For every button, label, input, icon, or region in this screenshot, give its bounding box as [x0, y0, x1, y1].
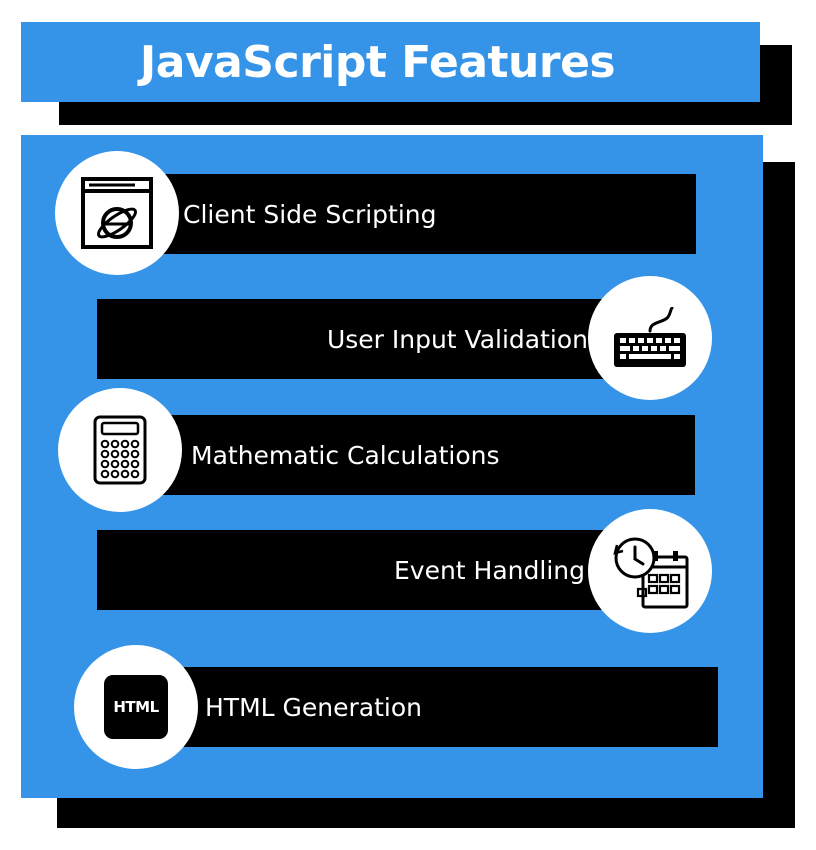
feature-icon-circle — [588, 276, 712, 400]
feature-bar-user-input-validation: User Input Validation — [97, 299, 620, 379]
feature-icon-circle — [588, 509, 712, 633]
feature-bar-html-generation: HTML Generation — [165, 667, 718, 747]
feature-icon-circle: HTML — [74, 645, 198, 769]
feature-icon-circle — [58, 388, 182, 512]
html-icon: HTML — [104, 675, 168, 739]
browser-globe-icon — [79, 175, 155, 251]
page-title: JavaScript Features — [139, 36, 616, 88]
feature-bar-event-handling: Event Handling — [97, 530, 620, 610]
feature-bar-client-side-scripting: Client Side Scripting — [153, 174, 696, 254]
feature-label: User Input Validation — [326, 324, 588, 354]
feature-bar-mathematic-calculations: Mathematic Calculations — [150, 415, 695, 495]
feature-icon-circle — [55, 151, 179, 275]
feature-label: Event Handling — [393, 555, 585, 585]
feature-label: HTML Generation — [205, 692, 422, 722]
calendar-clock-icon — [609, 531, 691, 611]
feature-label: Mathematic Calculations — [191, 440, 500, 470]
calculator-icon — [92, 414, 148, 486]
keyboard-icon — [612, 307, 688, 369]
title-banner: JavaScript Features — [21, 22, 760, 102]
feature-label: Client Side Scripting — [183, 199, 437, 229]
